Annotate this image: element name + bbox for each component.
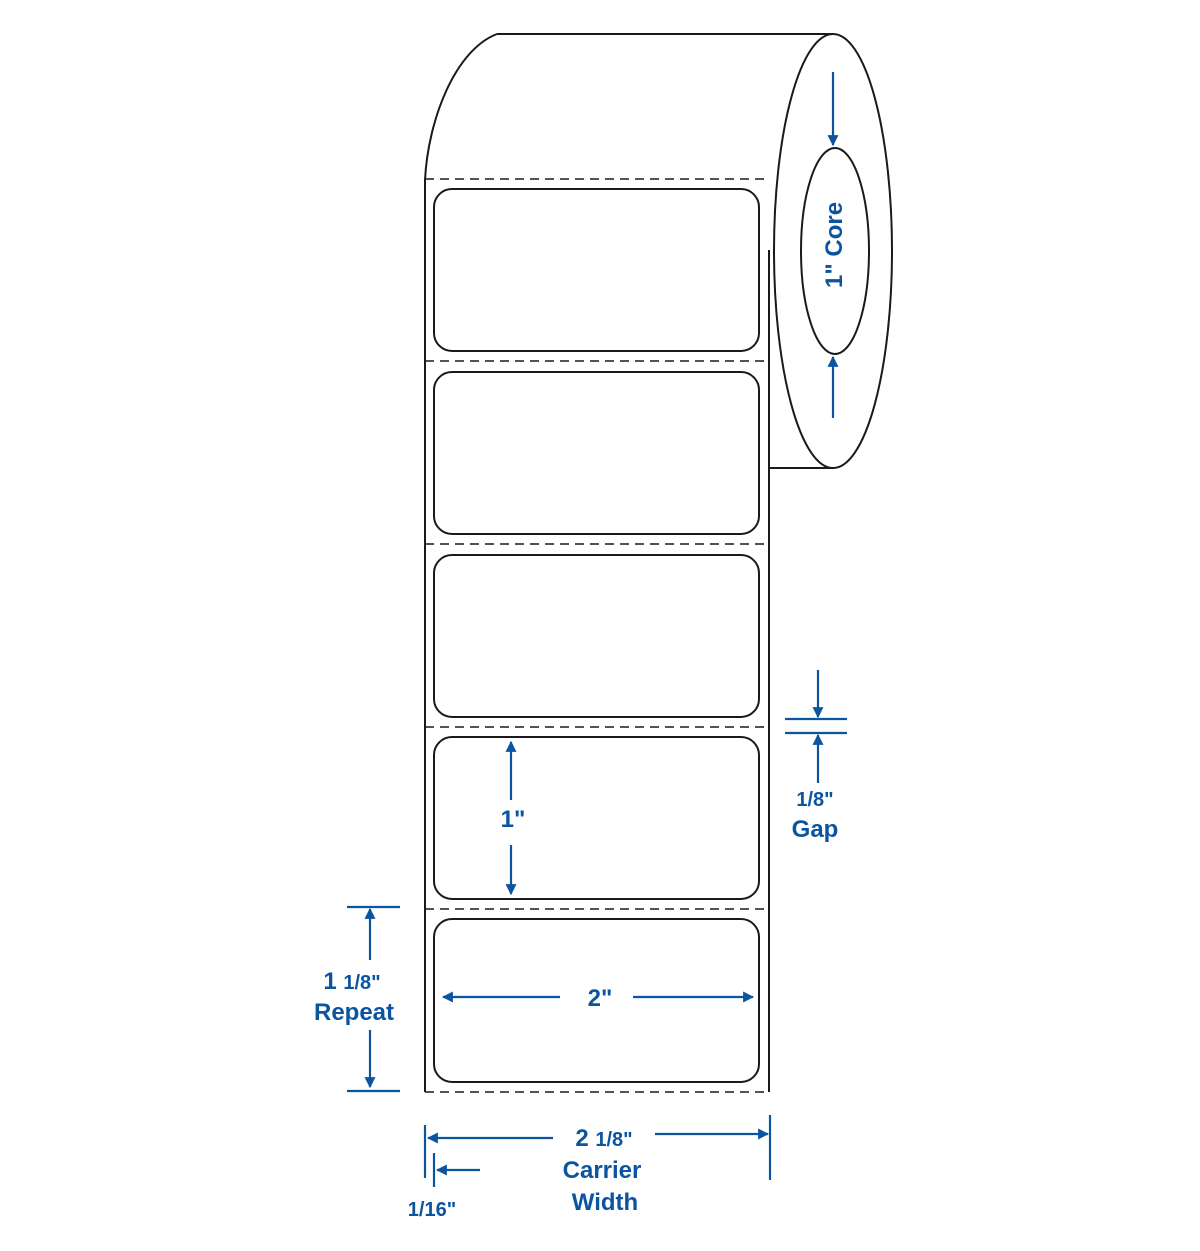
carrier-value: 2 1/8" [575, 1125, 632, 1152]
label-1 [433, 188, 760, 352]
roll-left-curve [424, 33, 498, 181]
label-roll: 1" Core [424, 33, 893, 469]
label-4 [433, 736, 760, 900]
carrier-value-whole: 2 [575, 1125, 588, 1152]
repeat-value-fraction: 1/8" [343, 972, 380, 994]
label-5 [433, 918, 760, 1083]
margin-value: 1/16" [408, 1199, 456, 1221]
carrier-label-line2: Width [572, 1189, 638, 1216]
carrier-label-line1: Carrier [563, 1157, 642, 1184]
gap-value: 1/8" [796, 789, 833, 811]
roll-core [800, 147, 870, 355]
repeat-label: Repeat [314, 999, 394, 1026]
carrier-value-fraction: 1/8" [595, 1129, 632, 1151]
roll-outer-face [773, 33, 893, 469]
carrier-web [424, 178, 770, 1093]
repeat-value-whole: 1 [323, 968, 336, 995]
carrier-width-dimension: 2 1/8" Carrier Width [423, 1115, 772, 1216]
label-3 [433, 554, 760, 718]
label-width-value: 2" [588, 985, 613, 1012]
repeat-dimension: 1 1/8" Repeat [314, 905, 400, 1093]
gap-dimension: 1/8" Gap [785, 670, 847, 843]
label-2 [433, 371, 760, 535]
margin-dimension: 1/16" [408, 1153, 480, 1221]
label-height-dimension: 1" [501, 740, 526, 896]
core-label: 1" Core [821, 202, 848, 288]
label-height-value: 1" [501, 806, 526, 833]
label-width-dimension: 2" [441, 985, 755, 1012]
gap-label: Gap [792, 816, 839, 843]
repeat-value: 1 1/8" [323, 968, 380, 995]
